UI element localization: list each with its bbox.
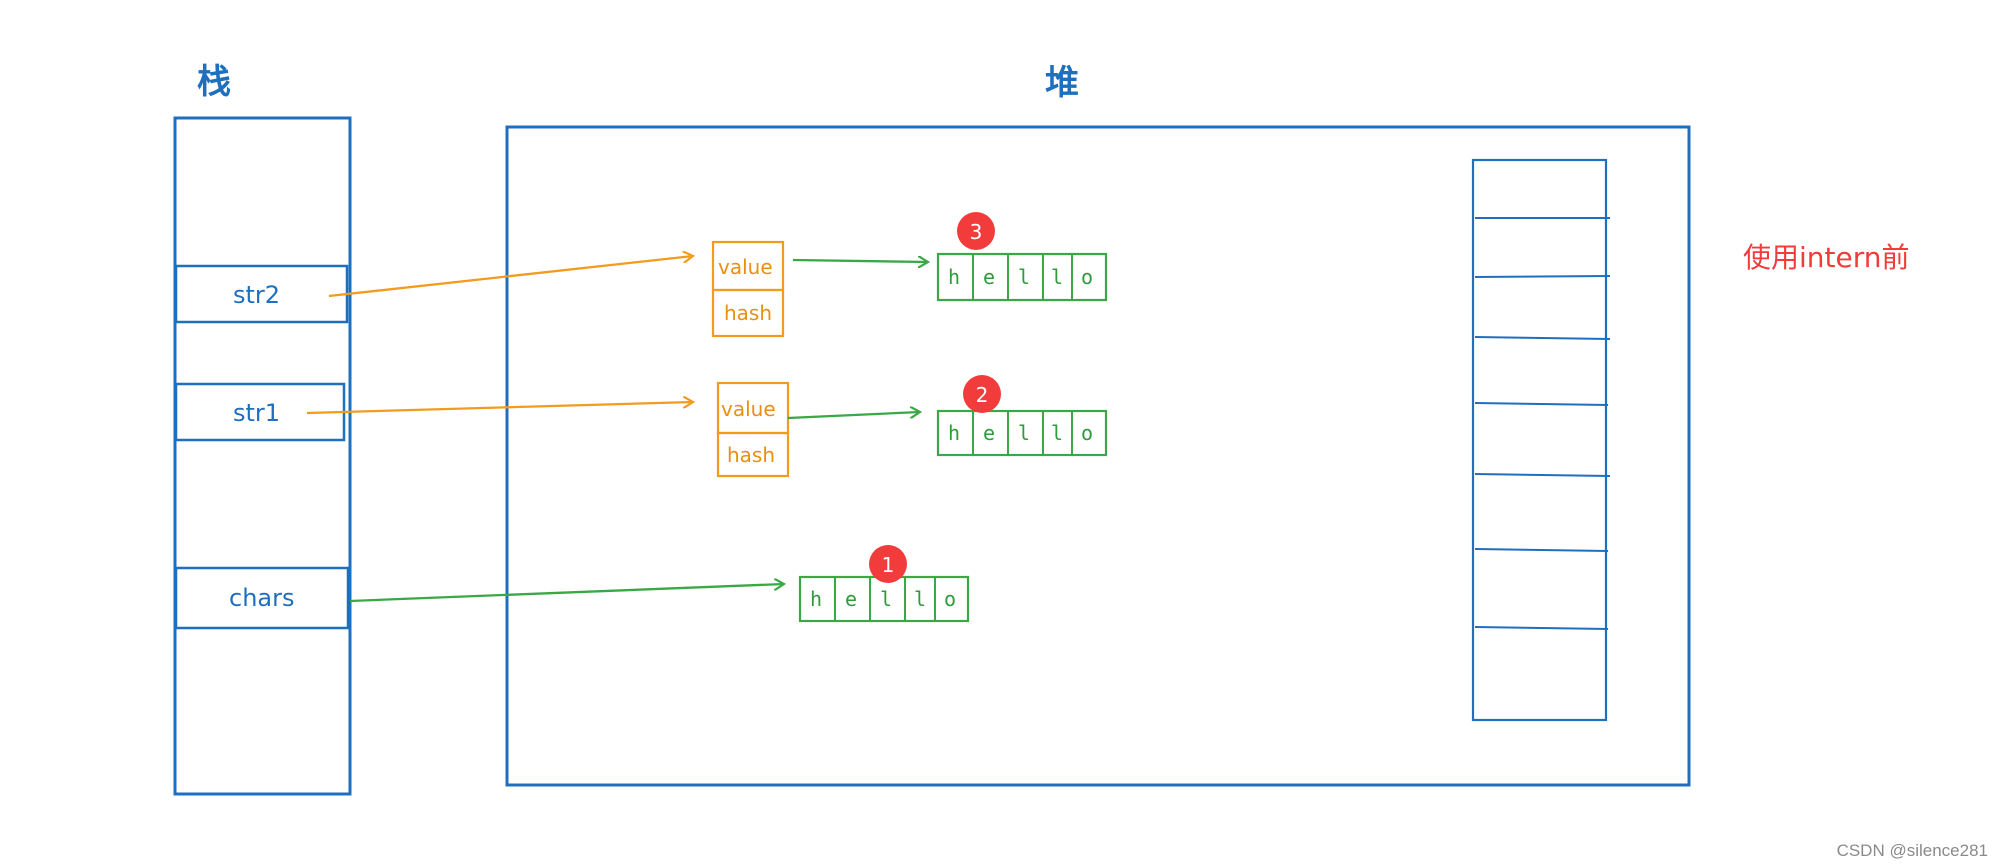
stack-title: 栈: [197, 62, 231, 102]
char-array-3-badge: [957, 212, 995, 250]
string-object-mid-hash-cell: [716, 431, 790, 478]
char-array-1-cell-l: l: [880, 587, 892, 611]
char-array-3-cell-o: o: [1081, 265, 1093, 289]
arrow-str1-to-object-mid: [306, 402, 693, 415]
string-object-top-value-label: value: [718, 255, 773, 279]
stack-frame: str2 str1 chars: [173, 116, 352, 796]
string-pool-divider: [1474, 275, 1611, 278]
string-pool-divider: [1474, 548, 1609, 552]
char-array-3-outline: [936, 252, 1108, 302]
string-pool-divider: [1474, 336, 1611, 340]
intern-note: 使用intern前: [1743, 241, 1910, 274]
string-pool-divider: [1474, 473, 1611, 477]
heap-title: 堆: [1045, 63, 1079, 103]
arrow-chars-to-array-1: [349, 584, 784, 603]
string-object-mid-value-label: value: [721, 397, 776, 421]
arrows: [306, 256, 928, 603]
char-array-2-cell-o: o: [1081, 421, 1093, 445]
string-object-mid: value hash: [716, 381, 790, 478]
heap-frame: value hash value hash h e l l o 3: [505, 125, 1691, 787]
char-array-1-badge-number: 1: [882, 553, 895, 577]
string-pool-outline: [1471, 158, 1608, 722]
string-pool-divider: [1474, 402, 1609, 406]
char-array-1-cell-o: o: [944, 587, 956, 611]
string-object-top-hash-cell: [711, 288, 785, 338]
char-array-1: h e l l o 1: [798, 545, 970, 623]
char-array-3-cell-l: l: [1051, 265, 1063, 289]
char-array-2-outline: [936, 409, 1108, 457]
stack-slot-chars-label: chars: [229, 584, 294, 612]
stack-slot-str2-label: str2: [233, 281, 280, 309]
char-array-1-badge: [869, 545, 907, 583]
char-array-2-cell-e: e: [983, 421, 995, 445]
stack-slot-chars: [174, 566, 350, 630]
arrow-object-mid-to-array-2: [787, 412, 920, 420]
char-array-2-badge: [963, 375, 1001, 413]
csdn-watermark: CSDN @silence281: [1837, 841, 1988, 860]
string-object-top: value hash: [711, 240, 785, 338]
char-array-2-cell-l: l: [1051, 421, 1063, 445]
char-array-3-cell-h: h: [948, 265, 960, 289]
heap-outline: [505, 125, 1691, 787]
string-object-mid-hash-label: hash: [727, 443, 775, 467]
char-array-1-cell-e: e: [845, 587, 857, 611]
arrow-str2-to-object-top: [328, 256, 693, 298]
string-pool-divider: [1474, 626, 1609, 630]
char-array-2-badge-number: 2: [976, 383, 989, 407]
char-array-2-cell-l: l: [1018, 421, 1030, 445]
char-array-3-cell-l: l: [1018, 265, 1030, 289]
char-array-1-cell-h: h: [810, 587, 822, 611]
stack-outline: [173, 116, 352, 796]
char-array-1-cell-l: l: [914, 587, 926, 611]
char-array-3-badge-number: 3: [970, 220, 983, 244]
stack-slot-str1-label: str1: [233, 399, 280, 427]
char-array-3: h e l l o 3: [936, 212, 1108, 302]
char-array-2-cell-h: h: [948, 421, 960, 445]
string-object-top-hash-label: hash: [724, 301, 772, 325]
char-array-3-cell-e: e: [983, 265, 995, 289]
char-array-2: h e l l o 2: [936, 375, 1108, 457]
arrow-object-top-to-array-3: [792, 260, 928, 262]
string-pool: [1471, 158, 1611, 722]
